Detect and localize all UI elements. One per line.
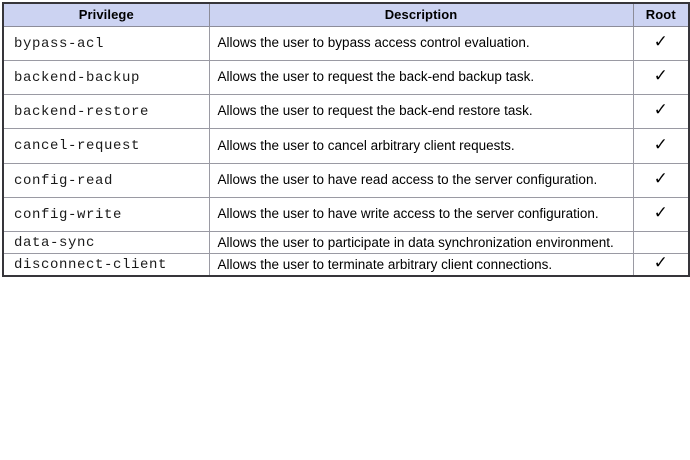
- table-row: config-write Allows the user to have wri…: [2, 197, 690, 232]
- check-icon: ✓: [653, 253, 668, 273]
- privilege-description: Allows the user to request the back-end …: [208, 60, 634, 95]
- privilege-description: Allows the user to terminate arbitrary c…: [208, 253, 634, 277]
- privilege-description: Allows the user to have write access to …: [208, 197, 634, 232]
- table-row: bypass-acl Allows the user to bypass acc…: [2, 26, 690, 61]
- privilege-name: config-write: [2, 197, 210, 232]
- root-checkmark: ✓: [632, 26, 690, 61]
- column-header-description: Description: [208, 2, 634, 27]
- privilege-description: Allows the user to participate in data s…: [208, 231, 634, 254]
- table-header: Privilege Description Root: [2, 2, 690, 27]
- check-icon: ✓: [653, 203, 668, 223]
- check-icon: ✓: [653, 32, 668, 52]
- table-row: backend-restore Allows the user to reque…: [2, 94, 690, 129]
- table-row: data-sync Allows the user to participate…: [2, 231, 690, 254]
- root-checkmark: ✓: [632, 163, 690, 198]
- table-row: config-read Allows the user to have read…: [2, 163, 690, 198]
- privilege-name: data-sync: [2, 231, 210, 254]
- privilege-description: Allows the user to bypass access control…: [208, 26, 634, 61]
- root-checkmark: ✓: [632, 94, 690, 129]
- root-checkmark: ✓: [632, 60, 690, 95]
- privilege-name: disconnect-client: [2, 253, 210, 277]
- root-checkmark: [632, 231, 690, 254]
- privilege-name: backend-restore: [2, 94, 210, 129]
- privilege-description: Allows the user to cancel arbitrary clie…: [208, 128, 634, 164]
- table-row: cancel-request Allows the user to cancel…: [2, 128, 690, 164]
- root-checkmark: ✓: [632, 253, 690, 277]
- column-header-root: Root: [632, 2, 690, 27]
- privilege-name: cancel-request: [2, 128, 210, 164]
- privileges-table-container: Privilege Description Root bypass-acl Al…: [2, 2, 690, 277]
- privilege-description: Allows the user to request the back-end …: [208, 94, 634, 129]
- table-body: bypass-acl Allows the user to bypass acc…: [2, 26, 690, 277]
- root-checkmark: ✓: [632, 197, 690, 232]
- table-header-row: Privilege Description Root: [2, 2, 690, 27]
- privilege-name: config-read: [2, 163, 210, 198]
- privilege-name: backend-backup: [2, 60, 210, 95]
- check-icon: ✓: [653, 169, 668, 189]
- column-header-privilege: Privilege: [2, 2, 210, 27]
- privilege-description: Allows the user to have read access to t…: [208, 163, 634, 198]
- check-icon: ✓: [653, 134, 668, 155]
- table-row: backend-backup Allows the user to reques…: [2, 60, 690, 95]
- privilege-name: bypass-acl: [2, 26, 210, 61]
- table-row: disconnect-client Allows the user to ter…: [2, 253, 690, 277]
- root-checkmark: ✓: [632, 128, 690, 164]
- check-icon: ✓: [653, 66, 668, 86]
- privileges-table: Privilege Description Root bypass-acl Al…: [2, 2, 690, 277]
- check-icon: ✓: [653, 100, 668, 120]
